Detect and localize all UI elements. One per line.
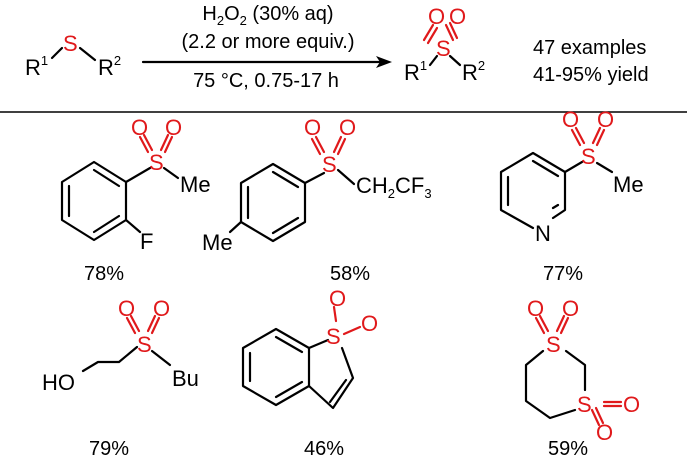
ex3-o-left: O xyxy=(562,107,579,132)
example-3-compound: O O S Me N xyxy=(499,107,644,246)
reactant-r2-sup: 2 xyxy=(114,53,121,68)
product-r2: R xyxy=(462,60,478,85)
example-2-yield: 58% xyxy=(330,263,370,285)
reagent-sub2: 2 xyxy=(240,13,247,28)
svg-text:R2: R2 xyxy=(98,53,121,80)
ex1-fluorine: F xyxy=(140,229,153,254)
ex3-o-right: O xyxy=(597,107,614,132)
ex6-sulfur-top: S xyxy=(546,332,561,357)
ex1-o-right: O xyxy=(165,115,182,140)
product-r1: R xyxy=(404,60,420,85)
svg-text:R1: R1 xyxy=(404,58,427,85)
reaction-conditions: H2O2 (30% aq) (2.2 or more equiv.) 75 °C… xyxy=(181,3,354,92)
ex2-o-right: O xyxy=(339,115,356,140)
ex5-o-top: O xyxy=(329,286,346,311)
ex4-o-left: O xyxy=(118,296,135,321)
svg-text:CH2CF3: CH2CF3 xyxy=(356,173,432,201)
ex6-o-right: O xyxy=(623,392,640,417)
reagent-o: O xyxy=(224,3,240,25)
product-o-right: O xyxy=(449,4,466,29)
ex1-o-left: O xyxy=(131,115,148,140)
equiv-text: (2.2 or more equiv.) xyxy=(181,31,354,53)
reactant-r1: R xyxy=(25,55,41,80)
product-sulfone: O O S R1 R2 xyxy=(404,4,485,85)
ex2-sub3: 3 xyxy=(424,186,431,201)
reactant-sulfur: S xyxy=(63,31,78,56)
temp-time-text: 75 °C, 0.75-17 h xyxy=(193,70,339,92)
product-o-left: O xyxy=(428,4,445,29)
svg-text:H2O2 (30% aq): H2O2 (30% aq) xyxy=(202,3,333,28)
ex6-o-top-right: O xyxy=(562,296,579,321)
example-2-compound: O O S Me CH2CF3 xyxy=(202,115,432,255)
ex1-sulfur: S xyxy=(149,150,164,175)
ex3-nitrogen: N xyxy=(535,221,551,246)
ex5-sulfur: S xyxy=(326,324,341,349)
example-1-compound: O O S Me F xyxy=(60,115,211,254)
ex4-sulfur: S xyxy=(137,332,152,357)
examples-count: 47 examples xyxy=(533,37,646,59)
example-4-compound: HO O O S Bu xyxy=(42,296,199,395)
yield-range: 41-95% yield xyxy=(533,64,649,86)
ex6-o-bottom: O xyxy=(596,420,613,445)
product-r1-sup: 1 xyxy=(420,58,427,73)
ex4-o-right: O xyxy=(153,296,170,321)
ex2-sulfur: S xyxy=(322,152,337,177)
ex1-me: Me xyxy=(180,172,211,197)
ex2-o-left: O xyxy=(304,115,321,140)
example-4-yield: 79% xyxy=(89,438,129,456)
product-r2-sup: 2 xyxy=(478,58,485,73)
svg-text:R2: R2 xyxy=(462,58,485,85)
example-6-compound: O O S S O O xyxy=(524,296,640,445)
ex4-bu: Bu xyxy=(172,366,199,391)
ex2-me: Me xyxy=(202,230,233,255)
ex3-me: Me xyxy=(613,172,644,197)
reagent-sub1: 2 xyxy=(217,13,224,28)
ex6-o-top-left: O xyxy=(527,296,544,321)
example-1-yield: 78% xyxy=(84,263,124,285)
ex2-ch: CH xyxy=(356,173,388,198)
ex2-cf: CF xyxy=(395,173,424,198)
ex5-o-right: O xyxy=(361,311,378,336)
example-5-compound: O O S xyxy=(241,286,378,410)
reactant-r2: R xyxy=(98,55,114,80)
ex3-sulfur: S xyxy=(581,144,596,169)
svg-text:R1: R1 xyxy=(25,53,48,80)
ex6-sulfur-bottom: S xyxy=(577,392,592,417)
reagent-h: H xyxy=(202,3,216,25)
example-3-yield: 77% xyxy=(543,263,583,285)
reaction-equation: R1 S R2 H2O2 (30% aq) (2.2 or more equiv… xyxy=(25,3,649,92)
reactant-r1-sup: 1 xyxy=(41,53,48,68)
ex4-ho: HO xyxy=(42,370,75,395)
reactant-sulfide: R1 S R2 xyxy=(25,31,121,80)
product-sulfur: S xyxy=(436,36,451,61)
ex2-sub2: 2 xyxy=(388,186,395,201)
example-6-yield: 59% xyxy=(548,438,588,456)
reagent-tail: (30% aq) xyxy=(247,3,334,25)
example-5-yield: 46% xyxy=(304,438,344,456)
reaction-arrow xyxy=(141,56,392,68)
